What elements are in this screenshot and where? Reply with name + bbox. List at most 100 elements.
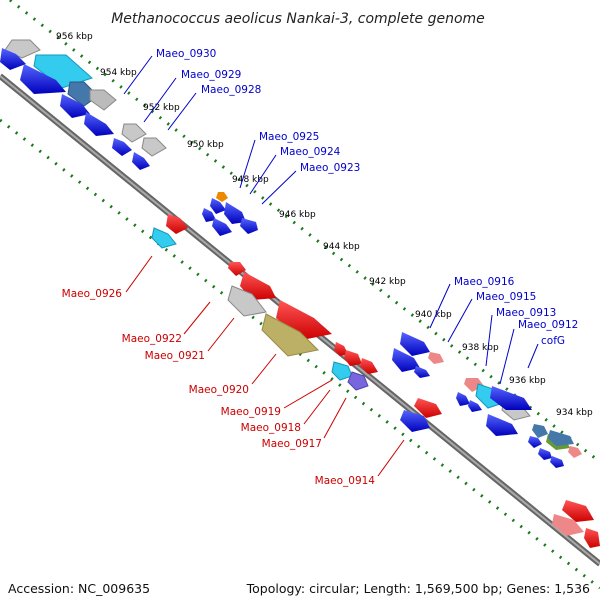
forward-gene-blocks [0, 39, 582, 468]
kbp-label: 934 kbp [556, 408, 593, 418]
gene-block-grey[interactable] [227, 285, 267, 317]
gene-block-steel[interactable] [548, 430, 574, 446]
gene-block-cyan[interactable] [151, 227, 177, 249]
gene-block-red[interactable] [276, 300, 332, 340]
kbp-label: 942 kbp [369, 277, 406, 287]
gene-label[interactable]: Maeo_0914 [315, 475, 376, 487]
label-leader [251, 353, 277, 385]
gene-label[interactable]: Maeo_0921 [145, 350, 205, 362]
topology-text: Topology: circular; Length: 1,569,500 bp… [246, 581, 590, 596]
gene-block-blue[interactable] [550, 456, 564, 468]
gene-block-blue[interactable] [486, 414, 518, 436]
label-leader [303, 389, 331, 425]
label-leader [261, 170, 297, 205]
gene-block-red[interactable] [360, 358, 378, 374]
gene-block-blue[interactable] [456, 392, 470, 406]
label-leader [527, 343, 539, 369]
gene-block-red[interactable] [334, 342, 348, 356]
gene-label[interactable]: Maeo_0918 [241, 422, 301, 434]
gene-label[interactable]: cofG [541, 335, 565, 347]
gene-block-blue[interactable] [112, 138, 132, 156]
gene-block-blue[interactable] [20, 64, 66, 94]
forward-gene-labels: Maeo_0930 Maeo_0929 Maeo_0928 Maeo_0925 … [123, 48, 578, 385]
gene-block-grey[interactable] [121, 123, 147, 143]
reverse-gene-labels: Maeo_0926 Maeo_0922 Maeo_0921 Maeo_0920 … [62, 255, 405, 487]
gene-block-steel[interactable] [532, 424, 548, 438]
label-leader [485, 314, 493, 367]
gene-label[interactable]: Maeo_0929 [181, 69, 241, 81]
gene-label[interactable]: Maeo_0930 [156, 48, 216, 60]
gene-block-grey[interactable] [141, 137, 167, 157]
gene-block-blue[interactable] [224, 202, 246, 224]
gene-label[interactable]: Maeo_0928 [201, 84, 261, 96]
gene-block-red[interactable] [562, 500, 594, 522]
label-leader [183, 301, 211, 335]
gene-block-blue[interactable] [212, 218, 232, 236]
kbp-label: 948 kbp [232, 175, 269, 185]
forward-tick-rail [9, 0, 600, 464]
kbp-label: 940 kbp [415, 310, 452, 320]
gene-block-blue[interactable] [202, 208, 216, 222]
label-leader [429, 283, 451, 329]
gene-label[interactable]: Maeo_0919 [221, 406, 281, 418]
kbp-label: 946 kbp [279, 210, 316, 220]
reverse-gene-blocks [151, 214, 600, 548]
gene-block-blue[interactable] [240, 218, 258, 234]
label-leader [447, 298, 473, 343]
gene-block-blue[interactable] [400, 332, 430, 356]
gene-block-blue[interactable] [84, 112, 114, 136]
gene-block-pink[interactable] [552, 514, 584, 536]
label-leader [207, 317, 235, 352]
gene-label[interactable]: Maeo_0917 [262, 438, 322, 450]
gene-block-blue[interactable] [392, 348, 420, 372]
kbp-label: 956 kbp [56, 32, 93, 42]
kbp-label: 944 kbp [323, 242, 360, 252]
gene-label[interactable]: Maeo_0926 [62, 288, 123, 300]
label-leader [283, 379, 333, 409]
gene-block-orange[interactable] [216, 192, 228, 202]
gene-label[interactable]: Maeo_0920 [189, 384, 249, 396]
gene-block-cyan[interactable] [331, 361, 353, 381]
gene-block-red[interactable] [584, 528, 600, 548]
gene-label[interactable]: Maeo_0922 [122, 333, 182, 345]
gene-label[interactable]: Maeo_0913 [496, 307, 556, 319]
kbp-label: 938 kbp [462, 343, 499, 353]
gene-label[interactable]: Maeo_0916 [454, 276, 515, 288]
accession-text: Accession: NC_009635 [8, 581, 151, 596]
gene-block-grey[interactable] [89, 89, 117, 111]
gene-block-blue[interactable] [60, 94, 90, 118]
gene-block-blue[interactable] [538, 448, 552, 460]
gene-block-red[interactable] [414, 398, 442, 418]
gene-block-blue[interactable] [132, 152, 150, 170]
gene-label[interactable]: Maeo_0924 [280, 146, 341, 158]
gene-label[interactable]: Maeo_0912 [518, 319, 578, 331]
gene-block-olive[interactable] [261, 313, 320, 357]
gene-label[interactable]: Maeo_0925 [259, 131, 319, 143]
label-leader [125, 255, 153, 293]
gene-block-blue[interactable] [414, 366, 430, 378]
label-leader [167, 92, 197, 131]
gene-block-pink[interactable] [568, 446, 582, 458]
gene-block-blue[interactable] [528, 436, 542, 448]
label-leader [143, 77, 177, 123]
gene-block-red[interactable] [228, 262, 246, 276]
gene-block-pink[interactable] [428, 352, 444, 364]
kbp-label: 936 kbp [509, 376, 546, 386]
gene-block-blue[interactable] [210, 198, 226, 214]
gene-block-red[interactable] [166, 214, 188, 234]
gene-label[interactable]: Maeo_0915 [476, 291, 536, 303]
gene-block-blue[interactable] [490, 386, 532, 410]
label-leader [323, 397, 347, 439]
gene-block-blue[interactable] [0, 48, 26, 70]
gene-block-red[interactable] [344, 350, 362, 366]
gene-block-blue[interactable] [468, 400, 482, 412]
gene-block-purple[interactable] [347, 371, 369, 391]
label-leader [377, 439, 405, 477]
gene-label[interactable]: Maeo_0923 [300, 162, 360, 174]
kbp-label: 950 kbp [187, 140, 224, 150]
kbp-label: 954 kbp [100, 68, 137, 78]
kbp-label: 952 kbp [143, 103, 180, 113]
gene-block-blue[interactable] [400, 410, 430, 432]
label-leader [239, 139, 256, 189]
